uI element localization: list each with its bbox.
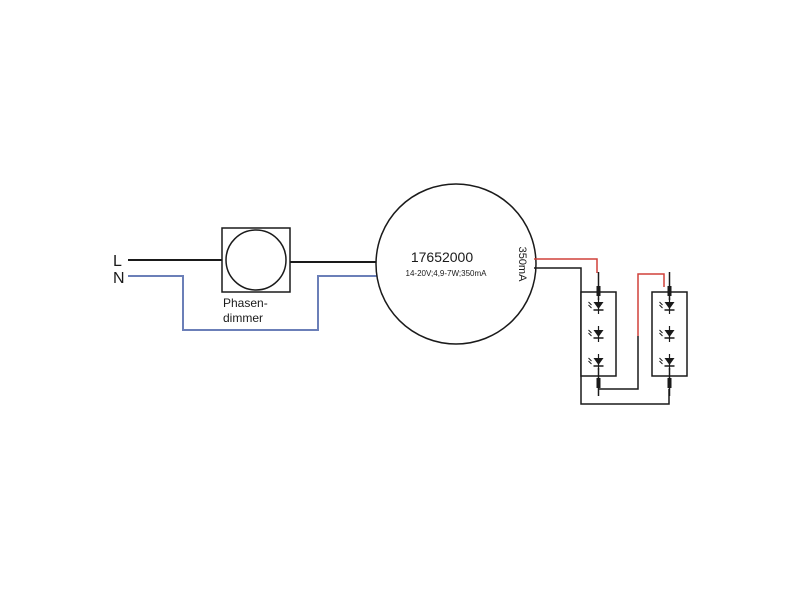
led-diode-icon [664,330,675,337]
line-label: L [113,253,122,270]
led-light-rays-icon [588,329,592,337]
driver-body [375,183,537,345]
connector-top [596,286,601,296]
module2-return-wire [598,389,670,405]
led-diode-icon [664,302,675,309]
phase-dimmer [221,227,291,293]
driver-part-number: 17652000 [411,249,474,265]
driver-specs: 14-20V;4,9-7W;350mA [406,269,488,278]
led-light-rays-icon [659,357,663,365]
led-light-rays-icon [659,329,663,337]
driver-output-current: 350mA [516,247,528,283]
led-diode-icon [593,302,604,309]
led-driver: 17652000 14-20V;4,9-7W;350mA 350mA [375,183,537,345]
led-light-rays-icon [588,301,592,309]
series-link-wire [598,336,639,390]
dimmer-label-line1: Phasen- [223,296,268,310]
led-diode-icon [593,330,604,337]
led-module-2 [651,272,688,396]
led-diode-icon [664,358,675,365]
connector-top [667,286,672,296]
led-module-1 [580,272,617,396]
dimmer-knob-icon [225,229,287,291]
led-light-rays-icon [588,357,592,365]
connector-bottom [667,378,672,388]
neutral-label: N [113,270,125,287]
connector-bottom [596,378,601,388]
led-light-rays-icon [659,301,663,309]
positive-wire-to-module1 [534,258,598,273]
neutral-wire [128,275,382,331]
led-diode-icon [593,358,604,365]
led-modules [580,272,688,396]
dimmer-label-line2: dimmer [223,311,263,325]
positive-wire-to-module2 [637,273,665,336]
